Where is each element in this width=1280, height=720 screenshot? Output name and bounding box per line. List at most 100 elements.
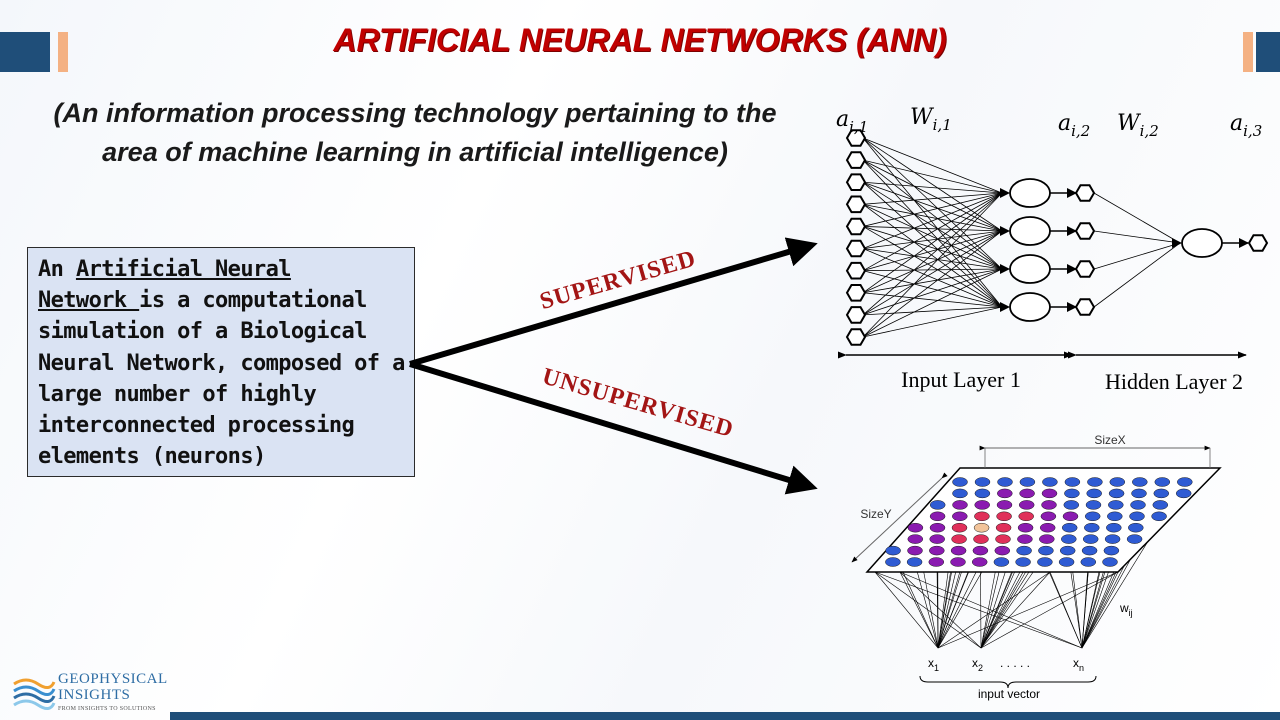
subtitle-line-1: (An information processing technology pe…	[53, 98, 777, 128]
footer-bar	[170, 712, 1280, 720]
som-neuron	[1109, 477, 1126, 487]
input-to-hidden-connection	[862, 159, 1003, 232]
som-neuron	[1104, 534, 1121, 544]
input-to-hidden-connection	[862, 230, 1003, 338]
layer2-node-arrowhead	[1067, 302, 1077, 312]
hidden-neuron	[1009, 254, 1051, 284]
hidden-activation-node	[1074, 184, 1096, 202]
input-to-hidden-connection	[862, 203, 1003, 270]
company-logo: GEOPHYSICAL INSIGHTS FROM INSIGHTS TO SO…	[12, 671, 172, 716]
som-neuron	[1016, 545, 1032, 556]
layer2-connection	[1093, 242, 1181, 270]
input-to-hidden-connection	[862, 270, 1003, 308]
input-to-hidden-connection	[862, 181, 1003, 308]
som-neuron	[929, 500, 946, 510]
input-to-hidden-connection	[862, 230, 1003, 294]
som-neuron	[1062, 511, 1079, 522]
som-neuron	[950, 545, 967, 556]
som-neuron	[929, 545, 945, 556]
weight-label-1: Wi,1	[910, 105, 952, 134]
som-weight-line	[899, 571, 1083, 649]
input-vector-brace	[919, 675, 1097, 689]
slide-subtitle: (An information processing technology pe…	[30, 94, 800, 172]
sizey-arrow	[851, 472, 948, 563]
som-neuron	[1153, 488, 1170, 499]
som-weight-line	[874, 571, 982, 649]
input-vector-caption: input vector	[978, 687, 1040, 701]
definition-line-2: is a computational	[139, 288, 367, 314]
logo-wave-icon	[13, 678, 56, 710]
input-to-hidden-connection	[862, 306, 1003, 338]
som-weight-line	[874, 571, 1083, 649]
hidden-activation-node	[1074, 298, 1096, 316]
definition-intro: An	[38, 257, 76, 282]
som-weight-line	[899, 571, 939, 649]
som-neuron	[1151, 511, 1167, 522]
layer2-node-arrowhead	[1067, 264, 1077, 274]
som-neuron	[1064, 477, 1081, 487]
som-neuron	[1132, 477, 1148, 487]
logo-line-2: INSIGHTS	[58, 686, 131, 703]
output-input-arrowhead	[1172, 238, 1182, 248]
input-to-hidden-connection	[862, 203, 1003, 232]
sizex-label: SizeX	[1094, 433, 1125, 447]
som-neuron	[1064, 488, 1080, 499]
som-neuron	[974, 511, 990, 522]
header-accent-right	[1243, 32, 1253, 72]
input-to-hidden-connection	[862, 137, 1003, 270]
input-to-hidden-connection	[862, 226, 1003, 308]
logo-line-1: GEOPHYSICAL	[58, 671, 168, 687]
output-neuron	[1181, 228, 1223, 258]
som-neuron	[1081, 545, 1098, 556]
som-neuron	[1061, 534, 1077, 544]
som-neuron	[952, 477, 968, 487]
som-neuron	[1019, 477, 1036, 487]
input-to-hidden-connection	[862, 137, 1003, 232]
som-neuron	[973, 534, 989, 544]
som-neuron	[907, 545, 923, 556]
som-neuron	[951, 522, 968, 533]
som-neuron	[1063, 500, 1080, 510]
som-neuron	[1018, 500, 1035, 510]
som-neuron	[929, 534, 945, 544]
som-neuron	[995, 534, 1011, 544]
activation-label-1: ai,1	[836, 107, 868, 136]
input-to-hidden-connection	[862, 181, 1003, 270]
hidden-neuron	[1009, 216, 1051, 246]
input-to-hidden-connection	[862, 204, 1003, 308]
som-neuron	[1129, 511, 1145, 522]
som-neuron	[1019, 488, 1035, 499]
som-neuron	[996, 511, 1012, 522]
som-neuron	[972, 545, 989, 556]
input-to-hidden-connection	[862, 230, 1003, 272]
input-to-hidden-connection	[862, 192, 1003, 227]
input-to-hidden-connection	[862, 268, 1003, 294]
input-ellipsis: . . . . .	[1000, 656, 1030, 670]
som-neuron	[973, 522, 990, 533]
input-x1-label: x1	[928, 656, 939, 673]
input-neuron	[845, 129, 867, 147]
input-to-hidden-connection	[862, 137, 1003, 308]
activation-label-3: ai,3	[1230, 111, 1262, 140]
definition-box: An Artificial Neural Network is a comput…	[27, 247, 415, 477]
som-neuron	[952, 511, 968, 522]
som-neuron	[1017, 522, 1034, 533]
weight-label-2: Wi,2	[1117, 111, 1159, 140]
logo-tagline: FROM INSIGHTS TO SOLUTIONS	[58, 706, 156, 712]
som-neuron	[1040, 511, 1057, 522]
som-neuron	[1015, 557, 1031, 567]
som-neuron	[993, 557, 1010, 567]
som-neuron	[885, 557, 901, 567]
som-neuron	[1103, 545, 1120, 556]
som-neuron	[1175, 488, 1192, 499]
som-neuron	[1084, 511, 1101, 522]
som-neuron	[952, 500, 968, 510]
layer2-connection	[1093, 242, 1181, 308]
som-neuron	[1041, 488, 1058, 499]
definition-body: simulation of a Biological Neural Networ…	[38, 319, 405, 470]
som-neuron	[928, 557, 945, 567]
input-to-hidden-connection	[862, 192, 1003, 272]
som-neuron	[1039, 534, 1055, 544]
som-neuron	[929, 522, 946, 533]
som-neuron	[1084, 522, 1100, 533]
